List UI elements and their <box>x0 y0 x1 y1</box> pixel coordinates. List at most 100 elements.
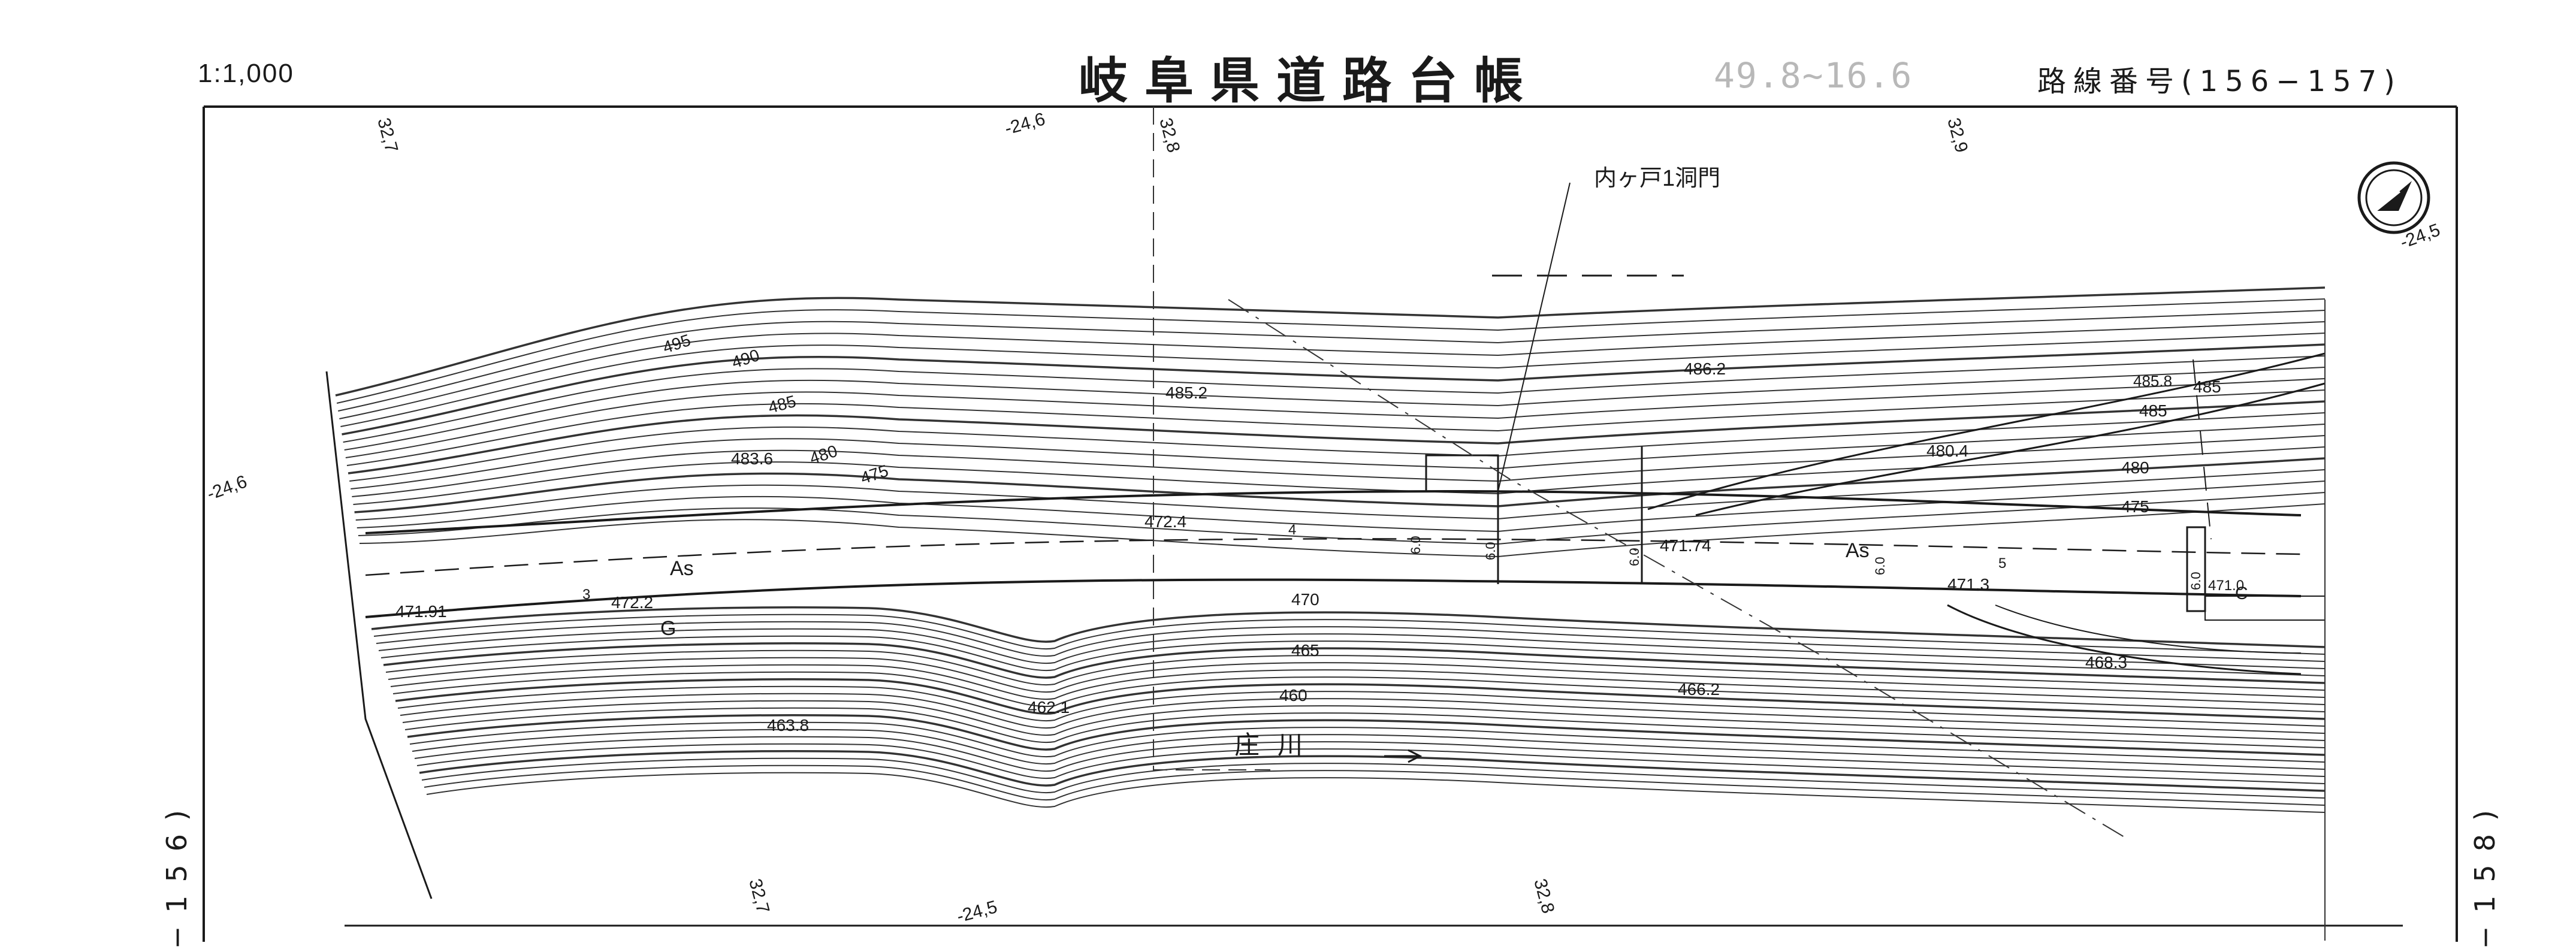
road-width-label: 6.0 <box>1483 542 1498 560</box>
contour-line <box>400 693 2326 734</box>
contour-line <box>412 729 2326 770</box>
contour-label: 475 <box>2121 497 2149 516</box>
contour-line <box>339 321 2326 419</box>
contour-line <box>385 649 2326 691</box>
surface-label: As <box>1846 539 1870 562</box>
contour-label: 485 <box>766 392 798 417</box>
road-edge-upper <box>365 489 2302 534</box>
edge-tick-label: 32,7 <box>745 877 773 915</box>
spot-height: 486.2 <box>1684 359 1726 378</box>
contour-line <box>354 457 2326 513</box>
contour-line <box>419 750 2326 792</box>
contour-line <box>402 700 2326 741</box>
river-label: 庄川 <box>1234 731 1321 759</box>
contour-line <box>395 678 2326 720</box>
spot-height: 471.0 <box>2208 578 2244 594</box>
contour-line <box>407 714 2326 756</box>
contour-line <box>383 642 2326 684</box>
contour-line <box>359 503 2326 558</box>
edge-tick-label: -24,6 <box>1002 109 1047 139</box>
spot-height: 483.6 <box>731 449 773 468</box>
section-number: 3 <box>582 587 590 603</box>
road-width-label: 6.0 <box>1627 548 1642 566</box>
contour-line <box>380 635 2326 676</box>
page-title: 岐阜県道路台帳 <box>1079 53 1541 110</box>
contour-line <box>373 613 2326 655</box>
contour-line <box>343 355 2326 443</box>
route-number: 路線番号(156−157) <box>2037 65 2402 98</box>
contour-label: 490 <box>729 346 762 372</box>
contour-line <box>346 389 2326 466</box>
spot-height: 485.8 <box>2133 372 2172 390</box>
date-stamp: 49.8~16.6 <box>1714 55 1913 96</box>
section-number: 5 <box>1998 555 2006 572</box>
edge-tick-label: 32,7 <box>373 116 401 155</box>
spot-height: 485.2 <box>1165 383 1207 402</box>
contour-label: 485 <box>2139 401 2167 420</box>
contour-label: 470 <box>1291 590 1319 609</box>
contour-line <box>371 606 2326 648</box>
contour-line <box>376 621 2326 662</box>
branch-road-lower <box>1695 382 2326 516</box>
contour-line <box>349 412 2326 482</box>
road-centerline <box>365 538 2302 576</box>
spot-height: 471.91 <box>395 602 447 621</box>
surface-label: C <box>2235 584 2248 603</box>
contour-line <box>388 657 2326 698</box>
spot-height: 471.3 <box>1947 575 1989 594</box>
edge-tick-label: 32,9 <box>1943 116 1971 155</box>
side-road <box>1947 604 2302 675</box>
rock-shed-structure <box>1425 182 2326 621</box>
contour-line <box>390 664 2326 705</box>
spot-height: 466.2 <box>1678 680 1720 699</box>
sheet-match-lines <box>1153 107 2326 941</box>
survey-boundary <box>325 371 433 899</box>
edge-tick-label: -24,6 <box>204 472 250 504</box>
contour-label: 460 <box>1279 686 1307 705</box>
contour-label: 485 <box>2193 377 2221 396</box>
edge-tick-label: 32,8 <box>1155 116 1183 155</box>
contour-line <box>342 343 2326 436</box>
spot-height: 468.3 <box>2085 653 2127 672</box>
contour-line <box>335 286 2326 397</box>
map-scale: 1:1,000 <box>198 59 294 88</box>
road-width-label: 6.0 <box>2188 572 2203 590</box>
spot-height: 462.1 <box>1028 698 1070 717</box>
edge-tick-label: 32,8 <box>1530 877 1558 915</box>
contour-line <box>378 628 2326 669</box>
north-arrow-icon <box>2357 161 2430 234</box>
contour-line <box>358 492 2326 545</box>
contour-line <box>424 764 2326 806</box>
spot-height: 480.4 <box>1926 442 1968 460</box>
contour-line <box>345 378 2326 458</box>
road-edge-lower <box>365 578 2302 618</box>
structure-label: 内ヶ戸1洞門 <box>1594 166 1720 191</box>
contour-line <box>355 469 2326 521</box>
contour-line <box>357 480 2326 533</box>
contour-label: 465 <box>1291 641 1319 660</box>
contour-line <box>397 685 2326 727</box>
contour-line <box>392 671 2326 712</box>
edge-tick-label: -24,5 <box>2397 220 2443 252</box>
contour-lines <box>335 286 2326 813</box>
spot-height: 471.74 <box>1660 536 1711 555</box>
road-width-label: 6.0 <box>1408 536 1423 554</box>
section-number: 4 <box>1288 522 1296 538</box>
contour-line <box>340 333 2326 427</box>
surface-label: As <box>670 557 694 580</box>
spot-height: 463.8 <box>767 716 809 735</box>
contour-line <box>352 435 2326 497</box>
spot-height: 472.2 <box>611 593 653 612</box>
contour-line <box>348 400 2326 475</box>
road <box>365 352 2326 675</box>
spot-height: 472.4 <box>1144 512 1186 531</box>
road-width-label: 6.0 <box>1873 557 1888 575</box>
side-road-edge <box>1995 605 2302 654</box>
edge-tick-label: -24,5 <box>955 897 999 927</box>
river-flow-arrow <box>1384 749 1423 763</box>
contour-line <box>351 424 2326 489</box>
contour-label: 480 <box>2121 458 2149 477</box>
surface-label: G <box>660 617 676 640</box>
contour-line <box>409 721 2326 763</box>
